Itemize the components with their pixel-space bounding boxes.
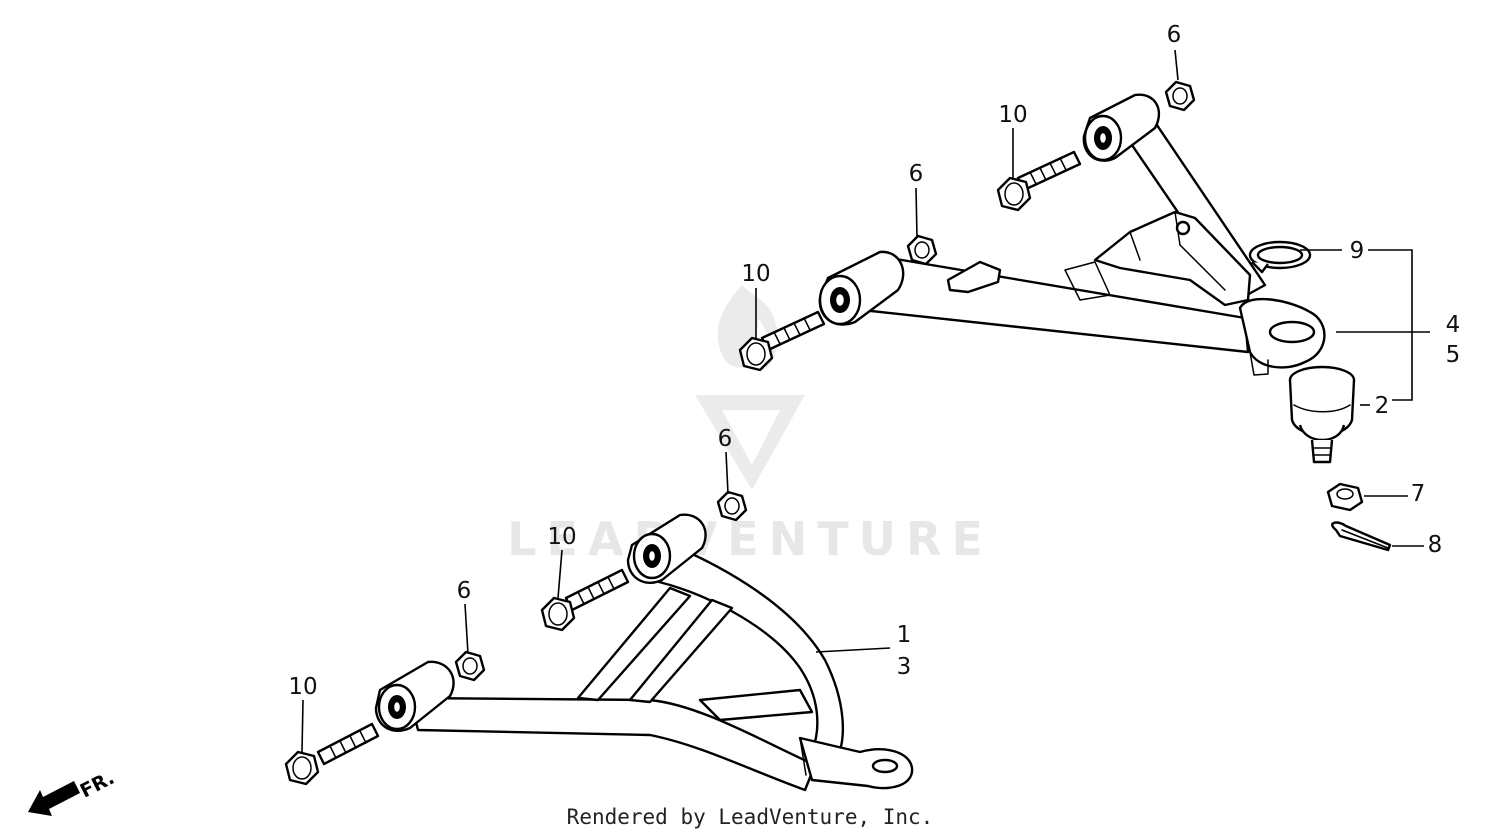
leader-lines (301, 49, 1430, 753)
watermark-v-logo (695, 395, 805, 490)
nut-6-lower-front (454, 650, 486, 682)
upper-arm (818, 93, 1326, 376)
watermark-text: LEADVENTURE (507, 512, 993, 566)
callout-9-snap-ring: 9 (1350, 238, 1365, 264)
callout-5-upper-arm: 5 (1446, 342, 1461, 368)
callout-6-upper-front-nut: 6 (909, 161, 924, 187)
bolt-10-lower-front (284, 722, 380, 786)
bolt-10-upper-rear (996, 150, 1082, 212)
watermark: LEADVENTURE (507, 285, 993, 566)
front-direction-label: FR. (77, 767, 118, 803)
bolt-10-upper-front (738, 310, 826, 372)
callout-7-castle-nut: 7 (1411, 481, 1426, 507)
nut-6-upper-front (906, 234, 938, 266)
callout-6-lower-front-nut: 6 (457, 578, 472, 604)
ball-joint-2 (1288, 365, 1356, 464)
nut-6-lower-rear (716, 490, 748, 522)
lower-arm (374, 513, 914, 792)
lower-arm-front-tube (408, 696, 817, 792)
callout-10-upper-front-bolt: 10 (741, 261, 770, 287)
front-direction-arrow-icon (28, 781, 80, 816)
nut-6-upper-rear (1164, 80, 1196, 112)
callout-4-upper-arm: 4 (1446, 312, 1461, 338)
callouts: 6 10 6 10 9 4 5 2 6 7 8 10 6 1 3 10 (288, 22, 1460, 700)
cotter-pin-8 (1331, 521, 1392, 552)
snap-ring-9 (1248, 240, 1312, 274)
watermark-flame-logo (717, 285, 778, 370)
callout-6-lower-rear-nut: 6 (718, 426, 733, 452)
callout-2-ball-joint: 2 (1375, 393, 1390, 419)
callout-1-lower-arm: 1 (897, 622, 912, 648)
callout-10-upper-rear-bolt: 10 (998, 102, 1027, 128)
callout-10-lower-front-bolt: 10 (288, 674, 317, 700)
upper-arm-gusset (1093, 210, 1252, 307)
lower-arm-knuckle-end (798, 736, 914, 790)
callout-8-cotter-pin: 8 (1428, 532, 1443, 558)
callout-3-lower-arm: 3 (897, 654, 912, 680)
footer-credit: Rendered by LeadVenture, Inc. (566, 805, 934, 829)
castle-nut-7 (1326, 482, 1364, 512)
callout-6-upper-rear-nut: 6 (1167, 22, 1182, 48)
bolt-10-lower-rear (540, 568, 630, 632)
callout-10-lower-rear-bolt: 10 (547, 524, 576, 550)
